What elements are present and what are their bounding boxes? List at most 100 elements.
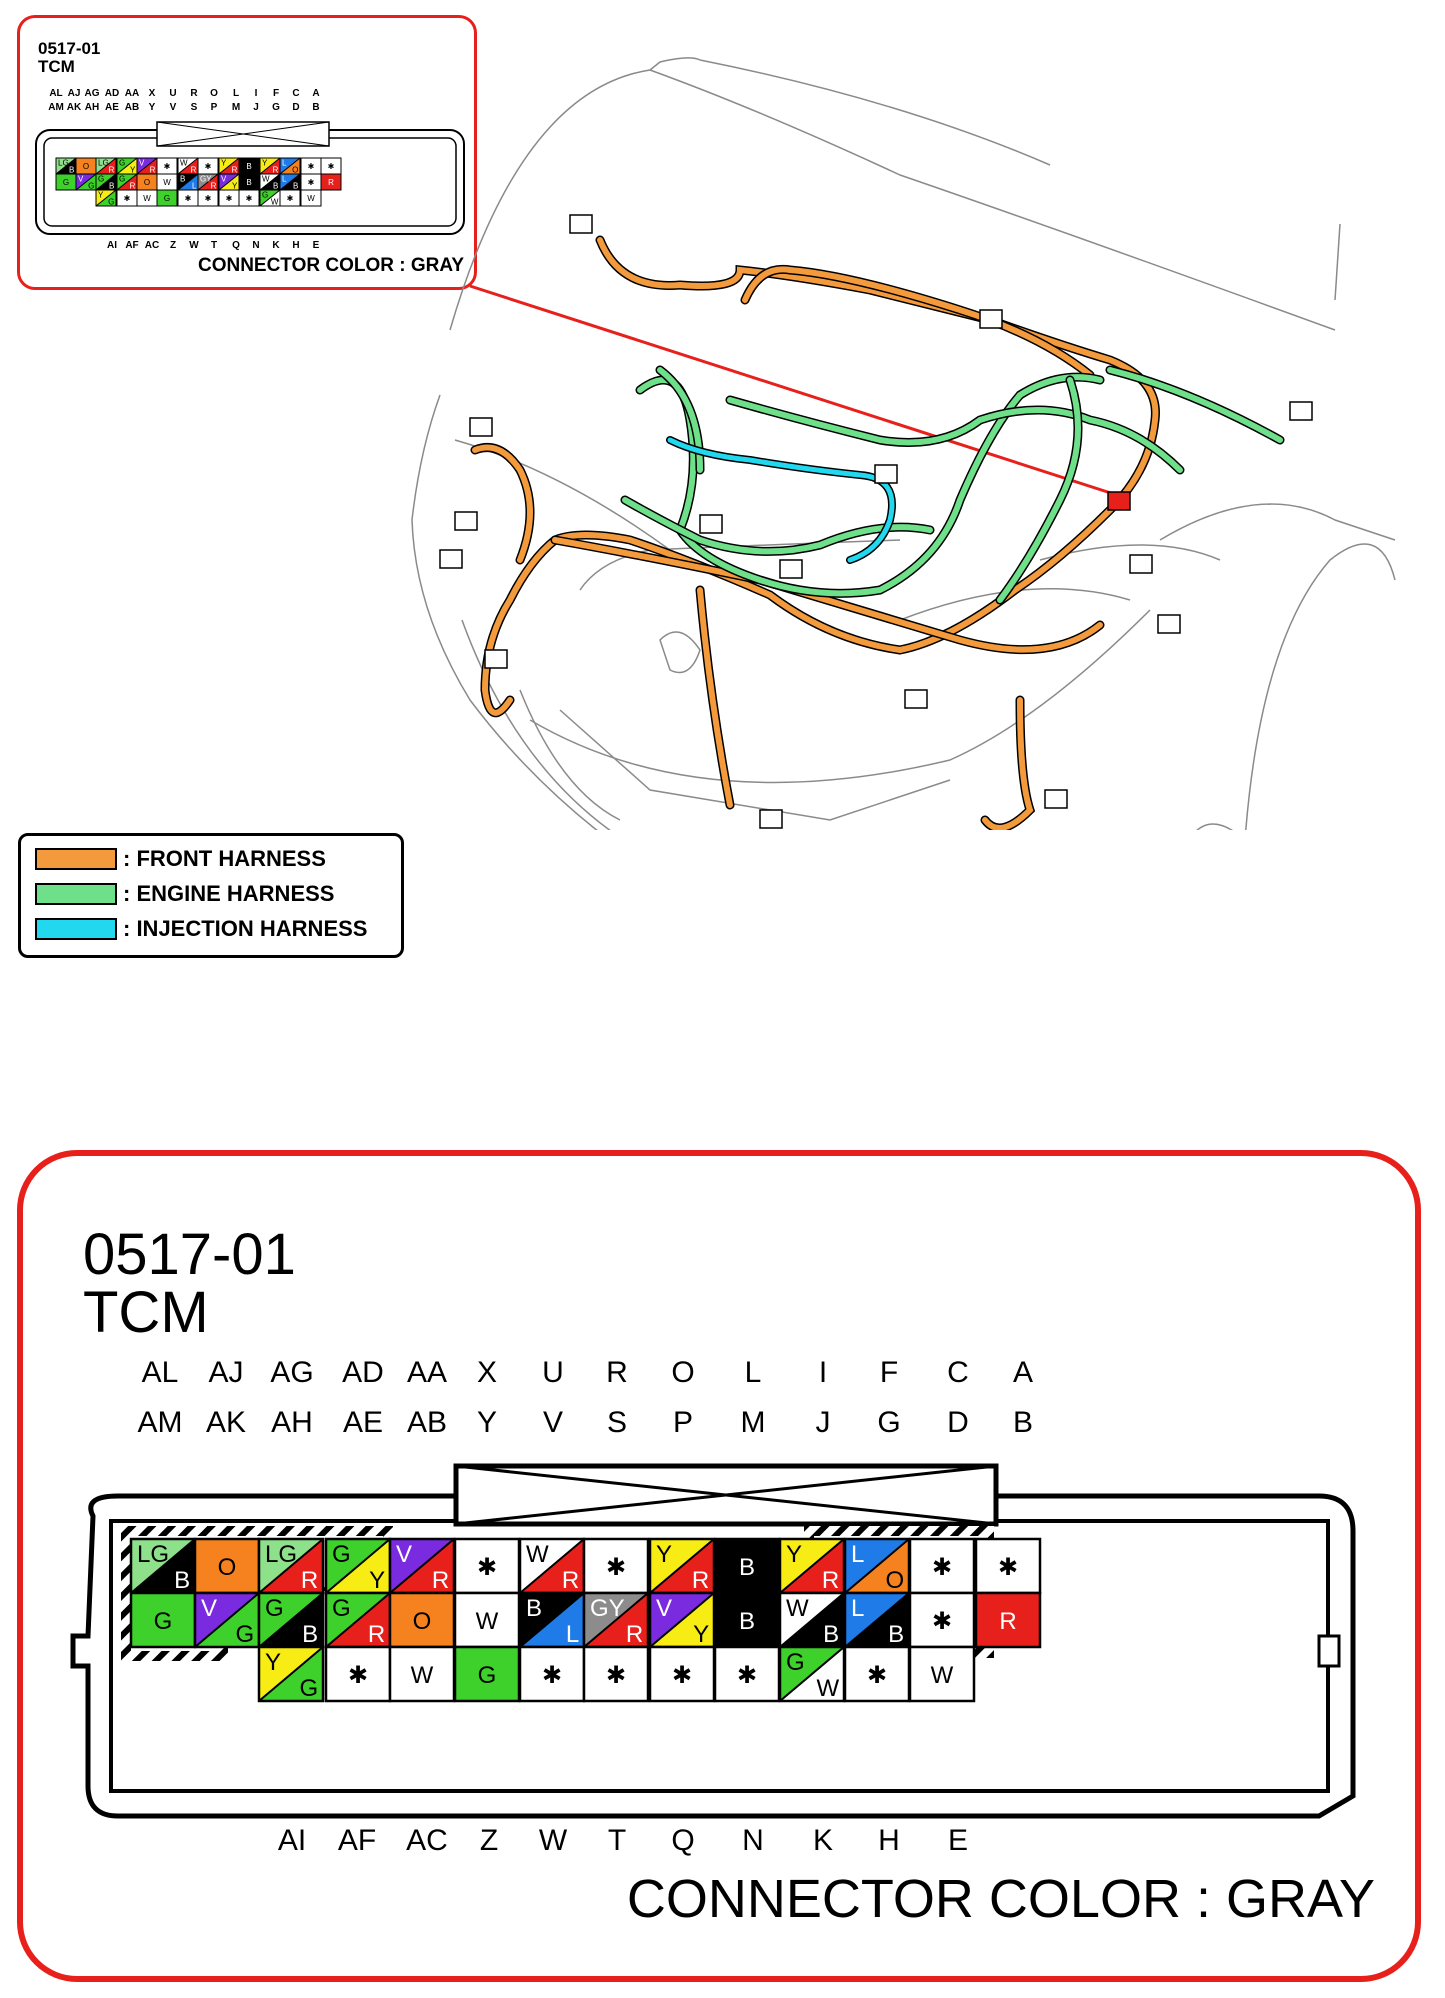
pin-label-a: A xyxy=(312,88,320,99)
svg-text:Y: Y xyxy=(262,159,268,168)
pin-row2-ak: VG xyxy=(193,1591,261,1649)
pin-label-aj: AJ xyxy=(208,1356,244,1389)
svg-text:G: G xyxy=(265,1595,284,1622)
pin-label-u: U xyxy=(542,1356,564,1389)
harness-wires xyxy=(470,235,1285,830)
inset-pin-row3-n: ✱ xyxy=(238,189,260,207)
pin-label-s: S xyxy=(190,102,198,113)
pin-row1-ad: GY xyxy=(324,1537,392,1595)
inset-pin-row2-j: WB xyxy=(259,173,281,191)
svg-text:✱: ✱ xyxy=(124,194,131,203)
pin-label-ag: AG xyxy=(84,88,100,99)
pin-row2-ab: O xyxy=(388,1591,456,1649)
svg-text:W: W xyxy=(786,1595,809,1622)
pin-row2-b: R xyxy=(974,1591,1042,1649)
svg-text:B: B xyxy=(246,162,251,171)
svg-text:GY: GY xyxy=(200,175,212,184)
svg-text:Y: Y xyxy=(656,1541,672,1568)
pin-label-ah: AH xyxy=(84,102,100,113)
svg-text:L: L xyxy=(851,1541,864,1568)
inset-pin-row1-a: ✱ xyxy=(320,157,342,175)
inset-pin-row1-i: YR xyxy=(259,157,281,175)
svg-text:✱: ✱ xyxy=(606,1662,626,1689)
svg-text:R: R xyxy=(232,165,238,174)
pin-label-q: Q xyxy=(232,240,240,251)
svg-text:R: R xyxy=(273,165,279,174)
svg-text:Y: Y xyxy=(369,1567,385,1594)
svg-text:W: W xyxy=(411,1662,434,1689)
pin-label-ad: AD xyxy=(342,1356,384,1389)
pin-label-m: M xyxy=(740,1406,766,1439)
svg-text:R: R xyxy=(432,1567,449,1594)
pin-label-b: B xyxy=(312,102,320,113)
inset-pin-row2-ae: GR xyxy=(116,173,138,191)
inset-pin-row3-ai: YG xyxy=(95,189,117,207)
svg-text:LG: LG xyxy=(58,159,69,168)
svg-text:G: G xyxy=(332,1541,351,1568)
svg-text:R: R xyxy=(562,1567,579,1594)
pin-label-n: N xyxy=(742,1824,764,1857)
pin-label-s: S xyxy=(606,1406,627,1439)
pin-label-r: R xyxy=(190,88,198,99)
pin-label-w: W xyxy=(538,1824,568,1857)
pin-row2-p: VY xyxy=(648,1591,716,1649)
svg-text:✱: ✱ xyxy=(328,162,335,171)
pin-label-ah: AH xyxy=(271,1406,313,1439)
pin-row3-e: W xyxy=(908,1645,976,1703)
svg-text:R: R xyxy=(999,1608,1016,1635)
legend-swatch-front xyxy=(35,848,117,870)
pin-row3-ac: W xyxy=(388,1645,456,1703)
pin-row2-m: B xyxy=(713,1591,781,1649)
inset-pin-row2-p: VY xyxy=(218,173,240,191)
pin-label-l: L xyxy=(232,88,240,99)
inset-pin-row1-r: ✱ xyxy=(197,157,219,175)
svg-text:R: R xyxy=(109,165,115,174)
legend-item-engine: : ENGINE HARNESS xyxy=(35,881,334,907)
pin-label-am: AM xyxy=(137,1406,183,1439)
inset-pin-row3-e: W xyxy=(300,189,322,207)
svg-text:Y: Y xyxy=(98,191,104,200)
pin-label-o: O xyxy=(210,88,218,99)
svg-text:✱: ✱ xyxy=(164,162,171,171)
inset-pin-row1-f: LO xyxy=(279,157,301,175)
pin-label-al: AL xyxy=(141,1356,179,1389)
pin-label-n: N xyxy=(252,240,260,251)
harness-legend: : FRONT HARNESS : ENGINE HARNESS : INJEC… xyxy=(18,833,404,958)
pin-label-ad: AD xyxy=(104,88,120,99)
svg-text:B: B xyxy=(739,1608,755,1635)
pin-label-g: G xyxy=(272,102,280,113)
svg-text:✱: ✱ xyxy=(998,1554,1018,1581)
pin-label-h: H xyxy=(878,1824,900,1857)
pin-label-z: Z xyxy=(479,1824,499,1857)
pin-label-d: D xyxy=(292,102,300,113)
pin-row1-aj: O xyxy=(193,1537,261,1595)
pin-row1-x: ✱ xyxy=(453,1537,521,1595)
svg-text:G: G xyxy=(63,178,69,187)
inset-connector-name: TCM xyxy=(38,57,75,76)
pin-row1-f: LO xyxy=(843,1537,911,1595)
svg-text:✱: ✱ xyxy=(205,162,212,171)
pin-label-p: P xyxy=(672,1406,693,1439)
svg-text:B: B xyxy=(246,178,251,187)
inset-pin-row2-b: R xyxy=(320,173,342,191)
svg-text:✱: ✱ xyxy=(348,1662,368,1689)
inset-pin-row1-u: WR xyxy=(177,157,199,175)
svg-text:V: V xyxy=(656,1595,672,1622)
inset-pin-row2-ak: VG xyxy=(75,173,97,191)
inset-pin-row2-v: BL xyxy=(177,173,199,191)
pin-row1-o: YR xyxy=(648,1537,716,1595)
pin-row2-g: LB xyxy=(843,1591,911,1649)
svg-text:B: B xyxy=(69,165,74,174)
pin-label-x: X xyxy=(148,88,156,99)
inset-pin-row3-t: ✱ xyxy=(197,189,219,207)
svg-text:O: O xyxy=(218,1554,237,1581)
svg-text:V: V xyxy=(221,175,227,184)
pin-label-y: Y xyxy=(148,102,156,113)
pin-label-c: C xyxy=(947,1356,969,1389)
svg-text:B: B xyxy=(302,1621,318,1648)
svg-text:Y: Y xyxy=(130,165,136,174)
svg-text:B: B xyxy=(109,181,114,190)
svg-text:✱: ✱ xyxy=(672,1662,692,1689)
